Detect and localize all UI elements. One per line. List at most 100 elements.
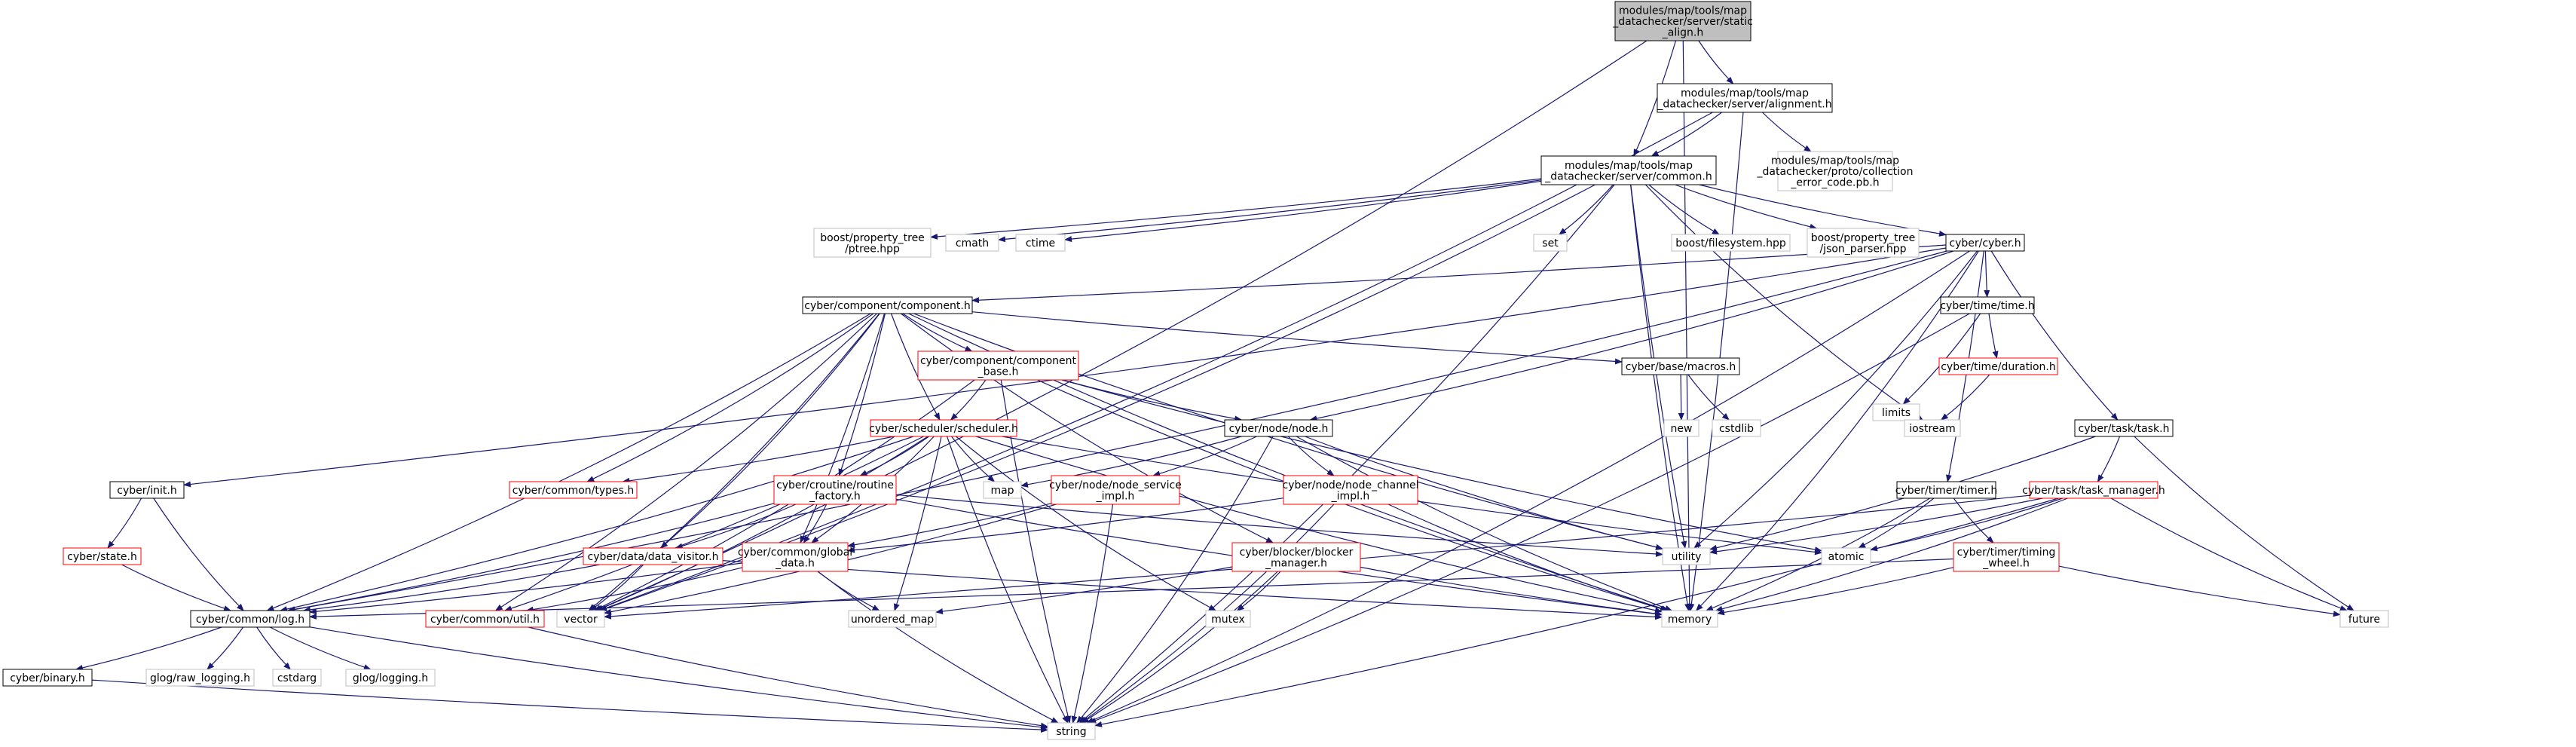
edge-common-to-filesystem (1648, 184, 1720, 235)
edge-log-to-binary (75, 626, 222, 671)
node-util[interactable]: cyber/common/util.h (425, 610, 545, 628)
edge-init-to-log (153, 497, 244, 611)
edge-alignment-to-collection_error (1762, 112, 1812, 152)
node-state[interactable]: cyber/state.h (63, 547, 142, 565)
edge-node-to-utility (1305, 436, 1663, 550)
node-node_service[interactable]: cyber/node/node_service_impl.h (1049, 475, 1182, 505)
node-box-utility (1662, 547, 1711, 565)
node-label-routine_factory-0: cyber/croutine/routine (776, 479, 894, 491)
node-node[interactable]: cyber/node/node.h (1224, 419, 1333, 437)
node-box-routine_factory (773, 475, 897, 505)
node-time[interactable]: cyber/time/time.h (1940, 296, 2035, 314)
node-init[interactable]: cyber/init.h (109, 481, 185, 499)
node-label-alignment-0: modules/map/tools/map (1681, 87, 1809, 99)
node-box-duration (1938, 357, 2058, 375)
node-filesystem: boost/filesystem.hpp (1671, 234, 1791, 252)
node-label-duration-0: cyber/time/duration.h (1941, 361, 2056, 373)
node-types[interactable]: cyber/common/types.h (509, 481, 638, 499)
node-label-cmath-0: cmath (956, 237, 989, 250)
node-label-global_data-1: _data.h (775, 557, 815, 569)
node-box-data_visitor (583, 547, 724, 565)
node-box-global_data (742, 542, 849, 572)
edge-scheduler-to-memory (975, 436, 1663, 614)
edge-common-to-json_parser (1675, 184, 1818, 230)
node-static_align[interactable]: modules/map/tools/map_datachecker/server… (1612, 1, 1753, 41)
node-global_data[interactable]: cyber/common/global_data.h (738, 542, 852, 572)
node-box-types (509, 481, 638, 499)
edge-alignment-to-common (1651, 112, 1722, 157)
node-node_channel[interactable]: cyber/node/node_channel_impl.h (1283, 475, 1419, 505)
node-cmath: cmath (945, 234, 999, 252)
node-limits: limits (1872, 403, 1920, 421)
node-macros[interactable]: cyber/base/macros.h (1621, 357, 1740, 375)
edge-node_channel-to-global_data (847, 497, 1284, 553)
edge-task_manager-to-atomic (1870, 497, 2064, 552)
node-label-mutex-0: mutex (1211, 614, 1245, 626)
node-box-util (425, 610, 545, 628)
node-label-cyber-0: cyber/cyber.h (1949, 237, 2021, 250)
edge-cyber-to-node (1309, 250, 1954, 422)
node-box-string (1047, 722, 1096, 740)
node-component_base[interactable]: cyber/component/component_base.h (917, 351, 1079, 381)
node-label-set-0: set (1542, 237, 1559, 250)
node-json_parser: boost/property_tree/json_parser.hpp (1807, 228, 1920, 258)
node-label-component_base-1: _base.h (977, 366, 1019, 378)
edge-scheduler-to-string (947, 436, 1069, 724)
node-label-node_service-0: cyber/node/node_service (1049, 479, 1182, 491)
node-alignment[interactable]: modules/map/tools/map_datachecker/server… (1657, 83, 1833, 113)
node-duration[interactable]: cyber/time/duration.h (1938, 357, 2058, 375)
node-routine_factory[interactable]: cyber/croutine/routine_factory.h (773, 475, 897, 505)
node-collection_error: modules/map/tools/map_datachecker/proto/… (1757, 151, 1914, 191)
edge-timing_wheel-to-memory (1717, 567, 1954, 616)
node-data_visitor[interactable]: cyber/data/data_visitor.h (583, 547, 724, 565)
node-task_manager[interactable]: cyber/task/task_manager.h (2022, 481, 2165, 499)
node-common[interactable]: modules/map/tools/map_datachecker/server… (1540, 155, 1717, 185)
node-log[interactable]: cyber/common/log.h (190, 610, 311, 628)
node-unordered_map: unordered_map (848, 610, 937, 628)
node-raw_logging: glog/raw_logging.h (145, 669, 255, 687)
node-box-task (2074, 419, 2174, 437)
edge-timing_wheel-to-log (309, 558, 1954, 620)
edge-scheduler-to-map (951, 436, 996, 482)
node-timing_wheel[interactable]: cyber/timer/timing_wheel.h (1953, 542, 2060, 572)
edge-component_base-to-scheduler (950, 379, 987, 421)
node-box-init (109, 481, 185, 499)
node-timer[interactable]: cyber/timer/timer.h (1895, 481, 1997, 499)
node-label-data_visitor-0: cyber/data/data_visitor.h (588, 551, 719, 563)
node-label-component_base-0: cyber/component/component (920, 355, 1077, 367)
node-scheduler[interactable]: cyber/scheduler/scheduler.h (869, 419, 1018, 437)
edge-task-to-task_manager (2097, 436, 2121, 482)
node-binary[interactable]: cyber/binary.h (2, 669, 93, 687)
node-set: set (1533, 234, 1568, 252)
node-blocker_manager[interactable]: cyber/blocker/blocker_manager.h (1231, 542, 1361, 572)
node-label-memory-0: memory (1668, 614, 1712, 626)
edge-duration-to-iostream (1940, 374, 1990, 421)
node-box-binary (2, 669, 93, 687)
node-box-cstdlib (1712, 419, 1761, 437)
edge-component-to-util (494, 313, 877, 611)
node-box-cstdarg (272, 669, 322, 687)
node-label-task-0: cyber/task/task.h (2079, 423, 2170, 435)
node-label-task_manager-0: cyber/task/task_manager.h (2022, 485, 2165, 497)
edge-common-to-set (1559, 184, 1614, 235)
edge-global_data-to-unordered_map (817, 571, 880, 611)
node-label-ptree-1: /ptree.hpp (845, 243, 900, 255)
node-label-types-0: cyber/common/types.h (512, 485, 635, 497)
node-label-collection_error-1: _datachecker/proto/collection (1757, 166, 1914, 178)
node-cyber[interactable]: cyber/cyber.h (1945, 234, 2025, 252)
edge-scheduler-to-log (280, 436, 914, 612)
node-label-node_service-1: _impl.h (1096, 490, 1135, 502)
edge-timing_wheel-to-future (2058, 565, 2341, 617)
node-box-raw_logging (145, 669, 255, 687)
edge-component-to-component_base (902, 313, 973, 352)
edge-state-to-log (121, 564, 231, 611)
edge-global_data-to-log (309, 562, 743, 615)
edge-init-to-state (107, 497, 142, 549)
node-label-cstdarg-0: cstdarg (277, 672, 317, 684)
node-task[interactable]: cyber/task/task.h (2074, 419, 2174, 437)
edge-common-to-utility (1630, 184, 1687, 549)
node-label-raw_logging-0: glog/raw_logging.h (150, 672, 250, 684)
node-label-iostream-0: iostream (1909, 423, 1956, 435)
node-component[interactable]: cyber/component/component.h (802, 296, 973, 314)
